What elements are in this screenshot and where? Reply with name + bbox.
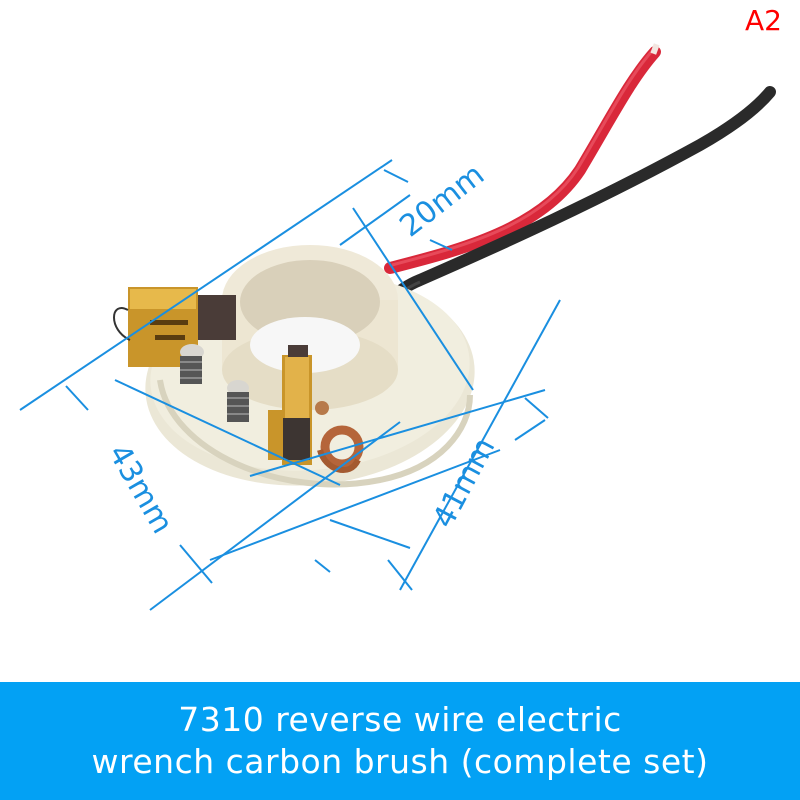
- dimension-label-length: 43mm: [101, 439, 180, 540]
- spring-left: [180, 344, 204, 384]
- variant-label: A2: [745, 4, 782, 37]
- brush-holder-right: [268, 345, 312, 465]
- dimension-label-width: 41mm: [426, 432, 502, 534]
- caption-line-1: 7310 reverse wire electric: [178, 700, 622, 739]
- product-photo: 20mm 43mm 41mm: [19, 43, 776, 611]
- caption-line-2: wrench carbon brush (complete set): [91, 742, 709, 781]
- spring-right: [227, 380, 249, 422]
- dimension-lines: [19, 159, 561, 611]
- caption-banner: 7310 reverse wire electric wrench carbon…: [0, 682, 800, 800]
- dimension-label-height: 20mm: [393, 157, 491, 244]
